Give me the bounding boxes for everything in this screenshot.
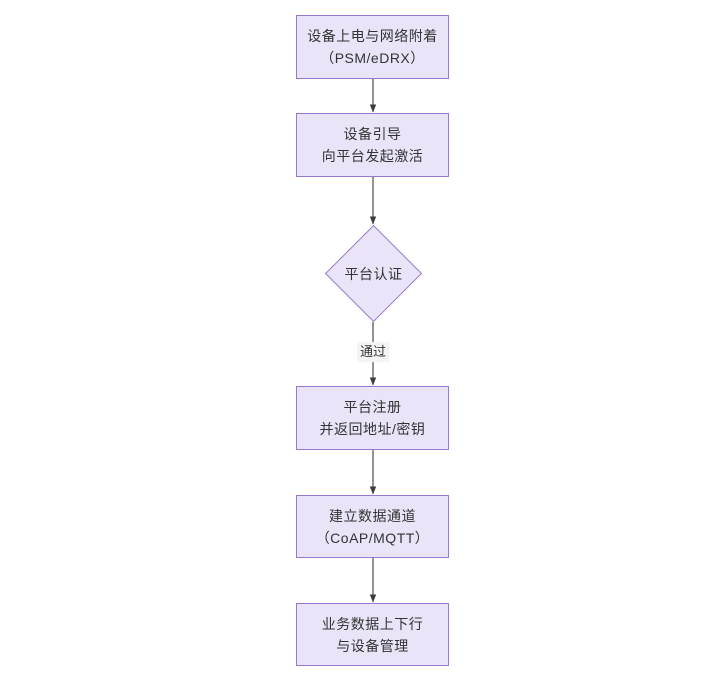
node-label: 平台认证 <box>344 265 403 282</box>
node-label: 业务数据上下行 与设备管理 <box>321 615 424 654</box>
node-establish-data-channel[interactable]: 建立数据通道 （CoAP/MQTT） <box>296 495 449 558</box>
node-business-data-and-device-management[interactable]: 业务数据上下行 与设备管理 <box>296 603 449 666</box>
node-label: 建立数据通道 （CoAP/MQTT） <box>315 507 430 546</box>
node-platform-registration[interactable]: 平台注册 并返回地址/密钥 <box>296 386 449 450</box>
diamond-shape-icon <box>325 225 422 322</box>
node-label: 平台注册 并返回地址/密钥 <box>319 399 426 437</box>
node-device-bootstrap[interactable]: 设备引导 向平台发起激活 <box>296 113 449 177</box>
node-label: 设备上电与网络附着 （PSM/eDRX） <box>307 28 438 66</box>
node-label: 设备引导 向平台发起激活 <box>321 126 424 164</box>
node-device-power-on[interactable]: 设备上电与网络附着 （PSM/eDRX） <box>296 15 449 79</box>
node-platform-authentication[interactable]: 平台认证 <box>325 225 422 322</box>
edge-label-pass: 通过 <box>356 342 390 362</box>
